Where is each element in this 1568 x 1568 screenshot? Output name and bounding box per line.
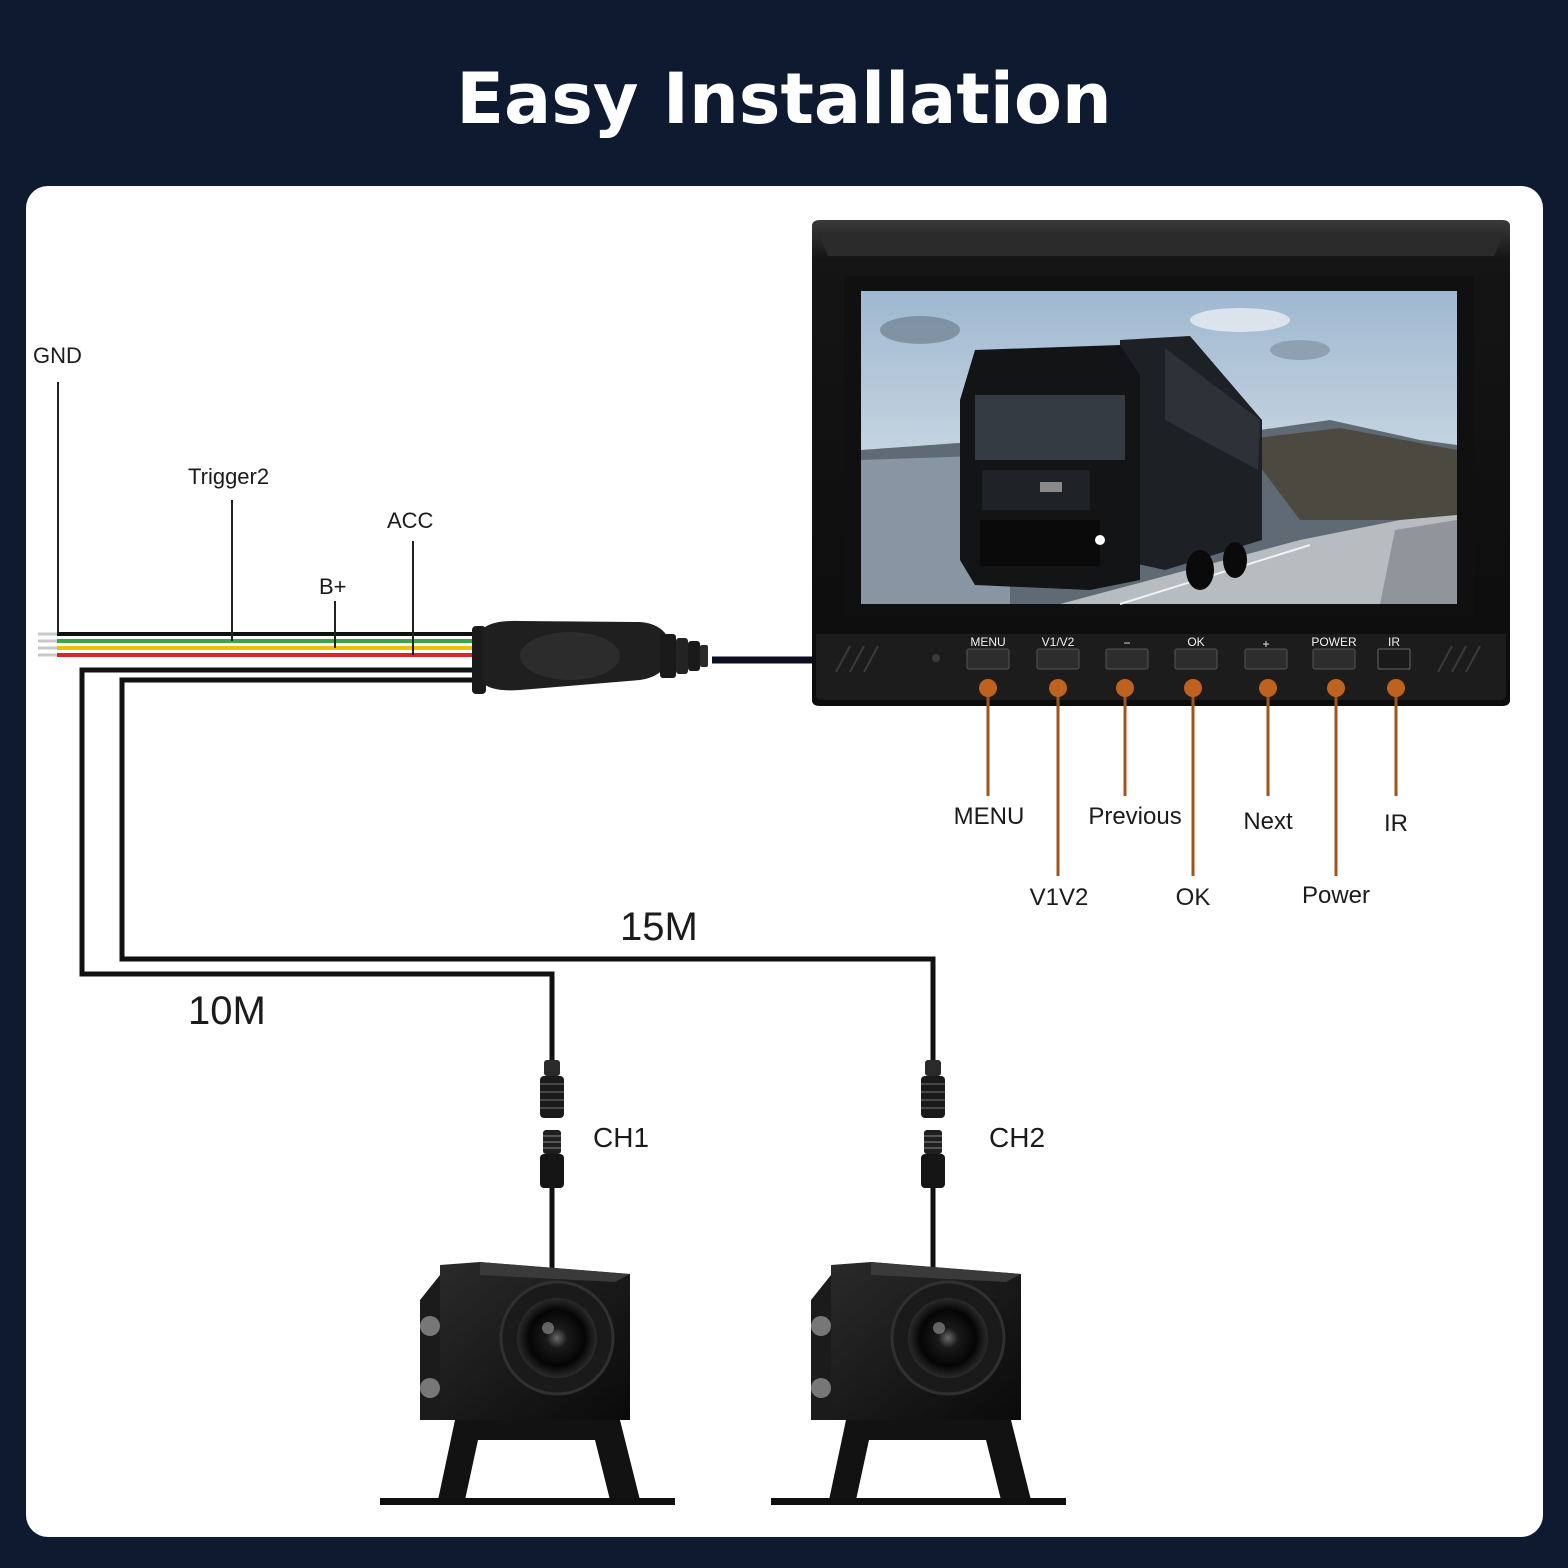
callout-v1v2: V1V2 [1030, 884, 1089, 911]
wire-label-gnd: GND [33, 343, 82, 368]
callout-menu: MENU [954, 803, 1025, 830]
button-label-v1v2: V1/V2 [1042, 635, 1075, 649]
button-label-power: POWER [1311, 635, 1357, 649]
monitor-button-ok[interactable]: OK [1174, 635, 1218, 670]
channel-label-ch1: CH1 [593, 1122, 649, 1153]
monitor-button-next[interactable]: + [1244, 637, 1288, 670]
monitor-mic-dot [932, 654, 940, 662]
camera-ch2 [771, 1262, 1066, 1505]
callout-next: Next [1243, 808, 1293, 835]
harness-connector [472, 620, 815, 694]
camera-ch1 [380, 1262, 675, 1505]
wire-label-bplus: B+ [319, 574, 347, 599]
callout-ir: IR [1384, 810, 1408, 837]
button-callouts [986, 688, 1398, 876]
connector-ch2 [921, 1060, 945, 1188]
button-label-ir: IR [1388, 635, 1400, 649]
connector-ch1 [540, 1060, 564, 1188]
callout-dots [979, 679, 1405, 697]
screen-image [861, 291, 1457, 605]
cable-ch1 [79, 667, 555, 1065]
callout-ok: OK [1176, 884, 1211, 911]
page-title: Easy Installation [456, 58, 1112, 140]
monitor-ir-sensor: IR [1377, 635, 1411, 670]
monitor [812, 220, 1510, 706]
monitor-button-power[interactable]: POWER [1311, 635, 1357, 670]
cable-ch2 [119, 677, 936, 1065]
wire-harness [38, 382, 480, 657]
cable-length-10m: 10M [188, 989, 266, 1033]
button-label-plus: + [1262, 637, 1269, 651]
camera-cables [79, 667, 936, 1268]
monitor-button-v1v2[interactable]: V1/V2 [1036, 635, 1080, 670]
button-label-ok: OK [1187, 635, 1204, 649]
channel-label-ch2: CH2 [989, 1122, 1045, 1153]
monitor-button-previous[interactable]: − [1105, 636, 1149, 670]
callout-previous: Previous [1088, 803, 1181, 830]
button-label-menu: MENU [970, 635, 1005, 649]
wire-label-trigger2: Trigger2 [188, 464, 269, 489]
wire-label-acc: ACC [387, 508, 434, 533]
cable-length-15m: 15M [620, 905, 698, 949]
callout-power: Power [1302, 882, 1370, 909]
button-label-minus: − [1123, 636, 1130, 650]
monitor-button-menu[interactable]: MENU [966, 635, 1010, 670]
